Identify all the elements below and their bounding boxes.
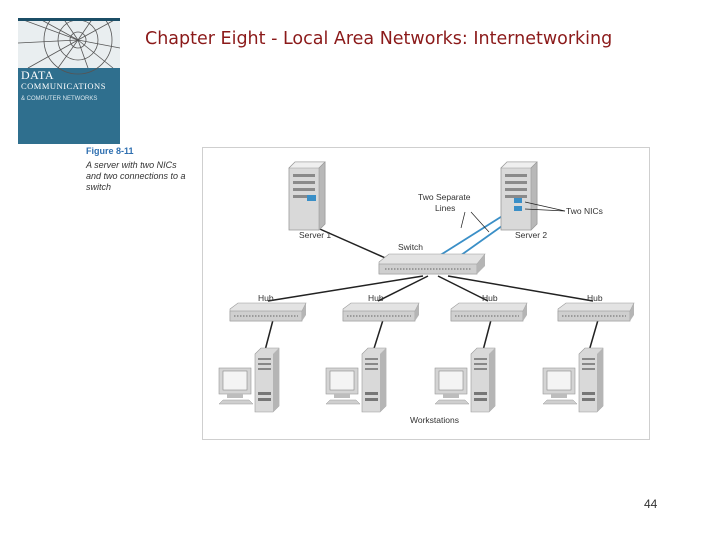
book-cover-image: DATA COMMUNICATIONS & COMPUTER NETWORKS	[18, 18, 120, 144]
hub1-label: Hub	[258, 293, 274, 303]
server2-nic-2	[514, 206, 522, 211]
separate-lines-label-2: Lines	[435, 203, 455, 213]
network-diagram-svg: Server 1 Server 2 Switch Two Separate Li…	[218, 161, 635, 425]
server1-label: Server 1	[299, 230, 331, 240]
switch-icon	[378, 253, 486, 275]
book-title-line1: DATA	[21, 68, 55, 82]
switch-to-hub2-link	[377, 275, 429, 302]
book-title: DATA COMMUNICATIONS	[21, 68, 106, 92]
switch-to-hub1-link	[267, 275, 424, 302]
workstation2-icon	[325, 347, 387, 413]
book-title-line2: COMMUNICATIONS	[21, 81, 106, 91]
hub2-label: Hub	[368, 293, 384, 303]
page-number: 44	[644, 497, 658, 511]
nics-label: Two NICs	[566, 206, 603, 216]
network-links	[262, 225, 599, 359]
hub2-icon	[342, 302, 420, 322]
hub4-icon	[557, 302, 635, 322]
switch-to-hub3-link	[437, 275, 489, 302]
slide-title: Chapter Eight - Local Area Networks: Int…	[145, 29, 613, 49]
figure-caption: A server with two NICs and two connectio…	[86, 160, 186, 192]
workstation4-icon	[542, 347, 604, 413]
hub3-label: Hub	[482, 293, 498, 303]
server2-icon	[500, 161, 538, 231]
network-diagram: Server 1 Server 2 Switch Two Separate Li…	[202, 147, 650, 440]
callout-pointers	[460, 201, 566, 233]
figure-label: Figure 8-11	[86, 146, 134, 156]
hub1-icon	[229, 302, 307, 322]
hub3-icon	[450, 302, 528, 322]
workstation1-icon	[218, 347, 280, 413]
server2-label: Server 2	[515, 230, 547, 240]
book-cover-art	[18, 18, 120, 75]
workstations-label: Workstations	[410, 415, 459, 425]
server2-nic-1	[514, 198, 522, 203]
workstation3-icon	[434, 347, 496, 413]
hub4-label: Hub	[587, 293, 603, 303]
book-subtitle: & COMPUTER NETWORKS	[21, 96, 98, 102]
separate-lines-label-1: Two Separate	[418, 192, 471, 202]
server1-nic	[307, 195, 316, 201]
switch-label: Switch	[398, 242, 423, 252]
switch-to-hub4-link	[447, 275, 594, 302]
